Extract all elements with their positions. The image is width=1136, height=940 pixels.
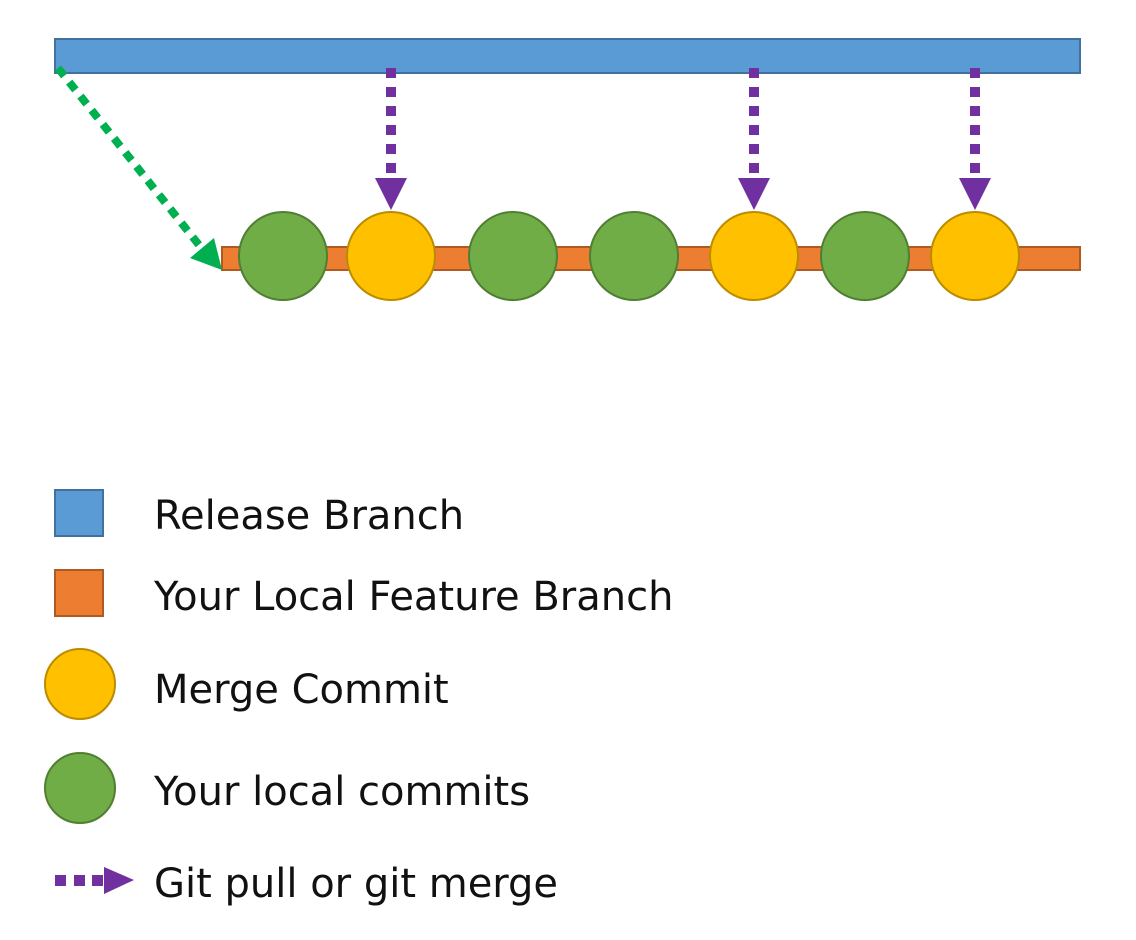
legend-feature-label: Your Local Feature Branch: [153, 574, 673, 620]
legend-local-swatch: [44, 752, 116, 824]
legend-merge-arrow-icon: [55, 867, 134, 894]
legend-merge-label: Merge Commit: [154, 667, 449, 713]
legend-git-pull-label: Git pull or git merge: [154, 861, 558, 907]
local-commit: [589, 211, 679, 301]
merge-arrow: [959, 68, 991, 210]
commit-list: [238, 211, 1020, 301]
legend-local-label: Your local commits: [153, 769, 530, 815]
local-commit: [238, 211, 328, 301]
merge-commit: [930, 211, 1020, 301]
merge-commit: [346, 211, 436, 301]
legend-feature-swatch: [54, 569, 104, 617]
merge-commit: [709, 211, 799, 301]
merge-arrow: [375, 68, 407, 210]
legend: Release Branch Your Local Feature Branch…: [44, 489, 673, 907]
local-commit: [820, 211, 910, 301]
legend-merge-swatch: [44, 648, 116, 720]
release-branch-bar: [54, 38, 1081, 74]
branch-off-arrow: [54, 65, 222, 270]
legend-release-swatch: [54, 489, 104, 537]
merge-arrow: [738, 68, 770, 210]
merge-arrows: [375, 68, 991, 210]
local-commit: [468, 211, 558, 301]
legend-release-label: Release Branch: [154, 493, 464, 539]
